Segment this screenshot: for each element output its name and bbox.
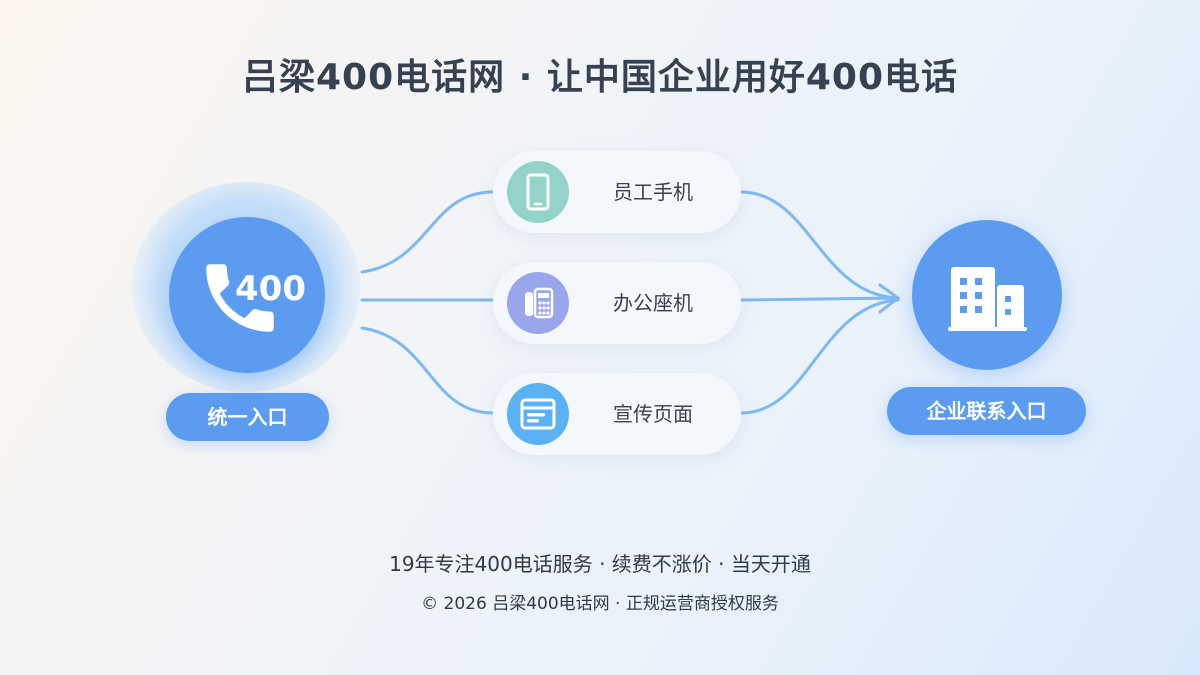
connector-mobile-to-target xyxy=(739,190,900,300)
mobile-phone-icon xyxy=(526,173,550,211)
desk-phone-icon xyxy=(525,287,554,319)
channel-node-mobile: 员工手机 xyxy=(493,151,741,233)
channel-icon-bg xyxy=(507,383,569,445)
connector-desk-to-target xyxy=(739,296,900,302)
page-title: 吕梁400电话网 · 让中国企业用好400电话 xyxy=(241,57,959,98)
target-label-pill: 企业联系入口 xyxy=(887,387,1086,435)
target-circle xyxy=(912,220,1062,370)
source-circle: 400 xyxy=(169,217,325,373)
connector-source-to-mobile xyxy=(360,190,495,274)
arrowhead-icon xyxy=(878,283,901,314)
channel-icon-bg xyxy=(507,161,569,223)
channel-label: 宣传页面 xyxy=(613,402,693,426)
source-number: 400 xyxy=(235,269,306,309)
channel-label: 办公座机 xyxy=(613,291,693,315)
building-icon xyxy=(948,267,1027,331)
connector-web-to-target xyxy=(739,298,900,415)
web-page-icon xyxy=(520,398,556,430)
channel-icon-bg xyxy=(507,272,569,334)
connector-source-to-web xyxy=(360,326,495,415)
phone-icon xyxy=(206,264,274,332)
source-hub: 400 xyxy=(132,182,362,392)
footer-tagline: 19年专注400电话服务 · 续费不涨价 · 当天开通 xyxy=(389,552,811,576)
source-label-pill: 统一入口 xyxy=(166,393,329,441)
channel-node-desk: 办公座机 xyxy=(493,262,741,344)
channel-label: 员工手机 xyxy=(613,180,693,204)
footer-copyright: © 2026 吕梁400电话网 · 正规运营商授权服务 xyxy=(421,594,779,614)
channel-node-web: 宣传页面 xyxy=(493,373,741,455)
